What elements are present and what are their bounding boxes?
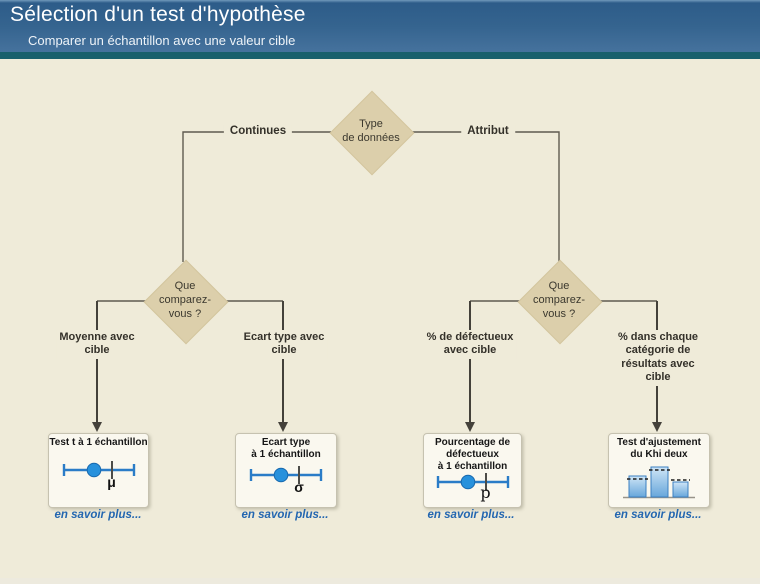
arrowhead-icon (92, 422, 102, 432)
test-card-ecart-type-1-echantillon[interactable]: Ecart type à 1 échantillon σ (235, 433, 337, 508)
learn-more-link[interactable]: en savoir plus... (54, 509, 142, 521)
test-card-test-t-1-echantillon[interactable]: Test t à 1 échantillon μ (48, 433, 149, 508)
arrowhead-icon (465, 422, 475, 432)
decision-node-comparez-left: Que comparez- vous ? (143, 259, 229, 345)
sigma-symbol: σ (294, 478, 304, 495)
edge-label-attribut: Attribut (461, 125, 515, 137)
card-title: Ecart type à 1 échantillon (251, 437, 321, 460)
page-subtitle: Comparer un échantillon avec une valeur … (28, 33, 296, 48)
arrowhead-icon (652, 422, 662, 432)
decision-node-comparez-right: Que comparez- vous ? (517, 259, 603, 345)
dotplot-icon (436, 473, 509, 492)
decision-label: Que comparez- vous ? (533, 280, 585, 320)
connector-path (182, 131, 331, 262)
connector-path (411, 131, 560, 262)
branch-label-defectueux: % de défectueux avec cible (423, 330, 517, 359)
test-card-khi-deux[interactable]: Test d'ajustement du Khi deux (608, 433, 710, 508)
edge-label-continues: Continues (223, 125, 293, 137)
page-title: Sélection d'un test d'hypothèse (10, 3, 306, 26)
card-title: Test t à 1 échantillon (49, 437, 148, 448)
card-title: Test d'ajustement du Khi deux (617, 437, 701, 460)
decision-label: Que comparez- vous ? (159, 280, 211, 320)
learn-more-link[interactable]: en savoir plus... (241, 509, 329, 521)
learn-more-link[interactable]: en savoir plus... (427, 509, 515, 521)
header-accent-strip (0, 52, 760, 59)
dotplot-icon (62, 460, 135, 479)
sample-plot: p (432, 470, 514, 504)
sample-plot: σ (245, 463, 327, 497)
branch-label-ecart-type: Ecart type avec cible (240, 330, 328, 359)
learn-more-link[interactable]: en savoir plus... (614, 509, 702, 521)
app-header: Sélection d'un test d'hypothèse Comparer… (0, 0, 760, 59)
mu-symbol: μ (107, 473, 116, 490)
arrowhead-icon (278, 422, 288, 432)
decision-node-type-de-donnees: Type de données (329, 90, 415, 176)
test-card-pourcentage-defectueux[interactable]: Pourcentage de défectueux à 1 échantillo… (423, 433, 522, 508)
bottom-strip (0, 578, 760, 584)
card-title: Pourcentage de défectueux à 1 échantillo… (434, 437, 511, 472)
decision-label: Type de données (342, 118, 400, 144)
bar-chart-icon (623, 466, 695, 498)
p-symbol: p (480, 483, 491, 503)
branch-label-categorie: % dans chaque catégorie de résultats ave… (607, 330, 709, 386)
sample-plot: μ (58, 458, 140, 492)
dotplot-icon (249, 465, 323, 484)
branch-label-moyenne: Moyenne avec cible (56, 330, 138, 359)
